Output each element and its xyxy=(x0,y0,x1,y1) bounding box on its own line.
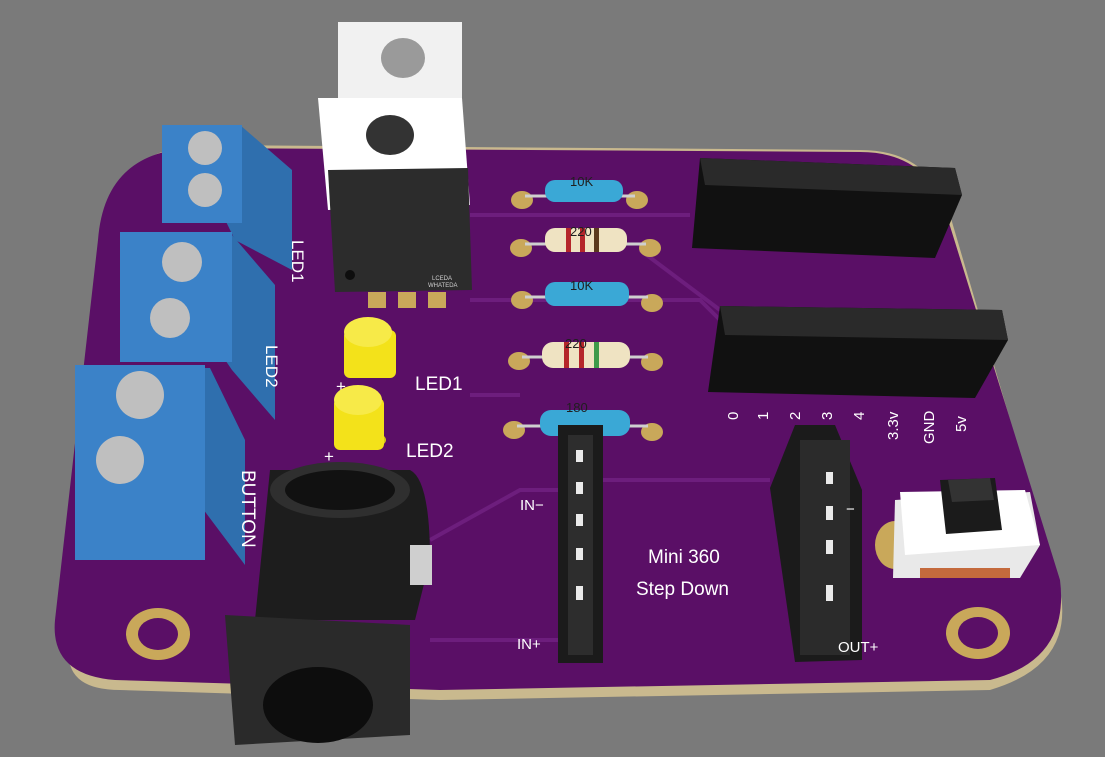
mounting-hole-right-inner xyxy=(958,617,998,649)
dc-barrel-jack xyxy=(225,462,432,745)
terminal-top-label: LED1 xyxy=(288,240,307,283)
mini360-output-header: − OUT+ xyxy=(770,425,879,662)
resistor-4: 220 xyxy=(508,336,663,371)
led-2-label: LED2 xyxy=(406,441,454,462)
slide-switch xyxy=(875,478,1040,578)
regulator-marking-1: LCEDA xyxy=(432,276,452,282)
regulator-marking-2: WHATEDA xyxy=(428,283,458,289)
resistor-2: 220 xyxy=(510,224,661,257)
pcb-traces xyxy=(429,213,770,642)
terminal-block-top: LED1 xyxy=(162,125,307,283)
resistor-1-value: 10K xyxy=(570,174,593,189)
pin-label-gnd: GND xyxy=(921,411,938,445)
resistor-3: 10K xyxy=(511,278,663,312)
pin-label-3v3: 3.3v xyxy=(885,411,902,440)
mini360-input-header: IN− IN+ xyxy=(517,425,603,663)
terminal-middle-label: LED2 xyxy=(262,345,281,388)
terminal-block-middle: LED2 xyxy=(120,232,281,420)
pin-label-2: 2 xyxy=(787,412,804,420)
pin-label-4: 4 xyxy=(851,412,868,420)
module-title-line-1: Mini 360 xyxy=(648,547,720,568)
led-2: + LED2 xyxy=(324,385,454,466)
in-minus-label: IN− xyxy=(520,497,544,514)
led-1: + LED1 xyxy=(336,317,463,396)
resistor-4-value: 220 xyxy=(565,336,587,351)
module-title: Mini 360 Step Down xyxy=(636,547,729,600)
module-title-line-2: Step Down xyxy=(636,579,729,600)
female-header-bottom xyxy=(708,306,1008,398)
out-plus-label: OUT+ xyxy=(838,639,879,656)
led-1-polarity: + xyxy=(336,377,346,396)
female-header-top xyxy=(692,158,962,258)
pin-label-1: 1 xyxy=(755,412,772,420)
terminal-bottom-label: BUTTON xyxy=(237,470,258,548)
pin-label-0: 0 xyxy=(725,412,742,420)
out-minus-label: − xyxy=(846,501,855,518)
resistor-3-value: 10K xyxy=(570,278,593,293)
resistors: 10K 220 10K 220 180 xyxy=(503,174,663,441)
led-2-polarity: + xyxy=(324,447,334,466)
header-pin-labels: 0 1 2 3 4 3.3v GND 5v xyxy=(725,411,970,445)
terminal-block-bottom: BUTTON xyxy=(75,365,258,565)
voltage-regulator: LCEDA WHATEDA xyxy=(318,22,472,308)
mounting-hole-left-inner xyxy=(138,618,178,650)
resistor-2-value: 220 xyxy=(570,224,592,239)
led-1-label: LED1 xyxy=(415,374,463,395)
pin-label-5v: 5v xyxy=(953,416,970,432)
resistor-5-value: 180 xyxy=(566,400,588,415)
in-plus-label: IN+ xyxy=(517,636,541,653)
pin-label-3: 3 xyxy=(819,412,836,420)
resistor-1: 10K xyxy=(511,174,648,209)
